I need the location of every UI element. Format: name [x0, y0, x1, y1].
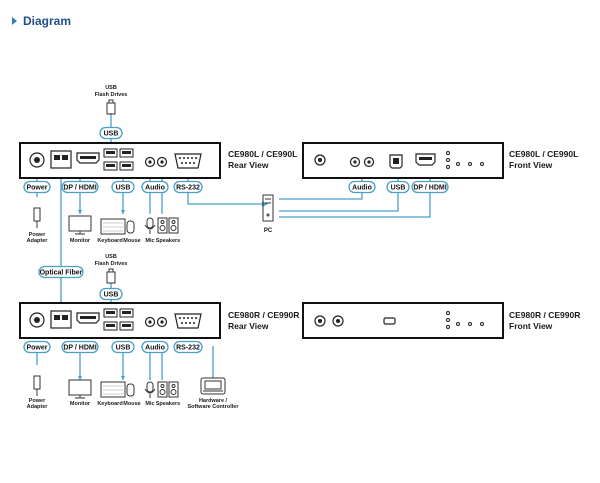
connector-label-text: Power	[26, 185, 47, 192]
hdmi-port-icon	[76, 152, 100, 164]
keyboard-icon	[100, 218, 126, 398]
controller-label: Hardware /	[199, 398, 228, 404]
connector-label-text: USB	[116, 185, 131, 192]
power-adapter-label: Power	[29, 232, 46, 238]
usb-flash-label: USB	[105, 85, 117, 91]
connector-label-dphdmi-lf: DP / HDMI	[411, 180, 449, 194]
power-adapter-icon	[33, 207, 41, 396]
pc-label: PC	[264, 228, 273, 234]
speakers-icon	[157, 217, 179, 398]
mic-label: Mic	[145, 401, 154, 407]
connector-label-text: Audio	[145, 345, 165, 352]
monitor-label: Monitor	[70, 238, 91, 244]
speakers-label: Speakers	[156, 401, 180, 407]
power-button-icon	[314, 154, 326, 166]
status-led-icon	[446, 311, 484, 329]
monitor-label: Monitor	[70, 401, 91, 407]
serial-port-icon	[174, 153, 202, 169]
remote-rear-view: Rear View	[228, 321, 269, 331]
power-adapter-label: Power	[29, 398, 46, 404]
connector-label-text: RS-232	[176, 345, 200, 352]
connector-label-rs232-r: RS-232	[173, 340, 203, 354]
controller-label: Software Controller	[187, 404, 239, 410]
connector-label-usb-lf: USB	[386, 180, 410, 194]
usb-flash-label: USB	[105, 254, 117, 260]
connector-label-text: Audio	[352, 185, 372, 192]
optical-port-icon	[50, 310, 72, 329]
pc-tower-icon	[262, 194, 274, 222]
local-front-model: CE980L / CE990L	[509, 149, 578, 159]
connector-label-text: USB	[391, 185, 406, 192]
mouse-icon	[126, 220, 135, 397]
usb-flash-label: Flash Drives	[95, 92, 128, 98]
connector-label-text: DP / HDMI	[63, 345, 96, 352]
power-adapter-label: Adapter	[27, 238, 49, 244]
connector-label-text: USB	[104, 292, 119, 299]
optical-port-icon	[50, 150, 72, 169]
local-front-panel	[302, 142, 504, 179]
power-jack-icon	[29, 312, 45, 328]
local-front-view: Front View	[509, 160, 553, 170]
local-rear-panel	[19, 142, 221, 179]
hdmi-port-icon	[76, 312, 100, 324]
connector-label-dphdmi-l: DP / HDMI	[61, 180, 99, 194]
front-audio-jack-icon	[349, 156, 375, 168]
connector-label-text: Audio	[145, 185, 165, 192]
remote-front-view: Front View	[509, 321, 553, 331]
microphone-icon	[144, 217, 156, 398]
mouse-label: Mouse	[123, 238, 140, 244]
front-audio-jack-icon	[314, 315, 344, 327]
keyboard-label: Keyboard	[97, 401, 122, 407]
remote-front-model: CE980R / CE990R	[509, 310, 580, 320]
mic-label: Mic	[145, 238, 154, 244]
connector-label-text: USB	[116, 345, 131, 352]
connector-label-audio-lf: Audio	[348, 180, 376, 194]
remote-rear-panel	[19, 302, 221, 339]
connector-label-audio-r: Audio	[141, 340, 169, 354]
serial-port-icon	[174, 313, 202, 329]
mouse-label: Mouse	[123, 401, 140, 407]
section-heading: Diagram	[12, 12, 71, 30]
power-jack-icon	[29, 152, 45, 168]
connector-label-text: RS-232	[176, 185, 200, 192]
connector-label-text: DP / HDMI	[413, 185, 446, 192]
remote-front-panel	[302, 302, 504, 339]
audio-jack-icon	[144, 316, 168, 328]
local-rear-model: CE980L / CE990L	[228, 149, 297, 159]
connector-label-power-r: Power	[23, 340, 51, 354]
usb-flash-drive-icon	[106, 99, 116, 284]
status-led-icon	[446, 151, 484, 169]
connector-label-text: DP / HDMI	[63, 185, 96, 192]
power-adapter-label: Adapter	[27, 404, 49, 410]
connector-label-text: USB	[104, 131, 119, 138]
connector-label-text: Power	[26, 345, 47, 352]
speakers-label: Speakers	[156, 238, 180, 244]
connector-label-usb-l: USB	[111, 180, 135, 194]
connector-label-usb-mid: USB	[99, 287, 123, 301]
front-hdmi-port-icon	[415, 153, 436, 166]
connector-label-power-l: Power	[23, 180, 51, 194]
connector-label-text: Optical Fiber	[40, 270, 83, 277]
audio-jack-icon	[144, 156, 168, 168]
connector-label-usb-top: USB	[99, 126, 123, 140]
bullet-triangle-icon	[12, 17, 17, 25]
monitor-icon	[68, 215, 92, 399]
connector-label-rs232-l: RS-232	[173, 180, 203, 194]
connector-label-dphdmi-r: DP / HDMI	[61, 340, 99, 354]
page-title: Diagram	[23, 14, 72, 28]
usb-b-port-icon	[389, 154, 403, 169]
usb-port-icon	[383, 317, 396, 325]
connector-label-audio-l: Audio	[141, 180, 169, 194]
keyboard-label: Keyboard	[97, 238, 122, 244]
connector-label-usb-r: USB	[111, 340, 135, 354]
connector-label-optical: Optical Fiber	[38, 265, 84, 279]
local-rear-view: Rear View	[228, 160, 269, 170]
controller-icon	[200, 377, 226, 395]
usb-flash-label: Flash Drives	[95, 261, 128, 267]
remote-rear-model: CE980R / CE990R	[228, 310, 299, 320]
